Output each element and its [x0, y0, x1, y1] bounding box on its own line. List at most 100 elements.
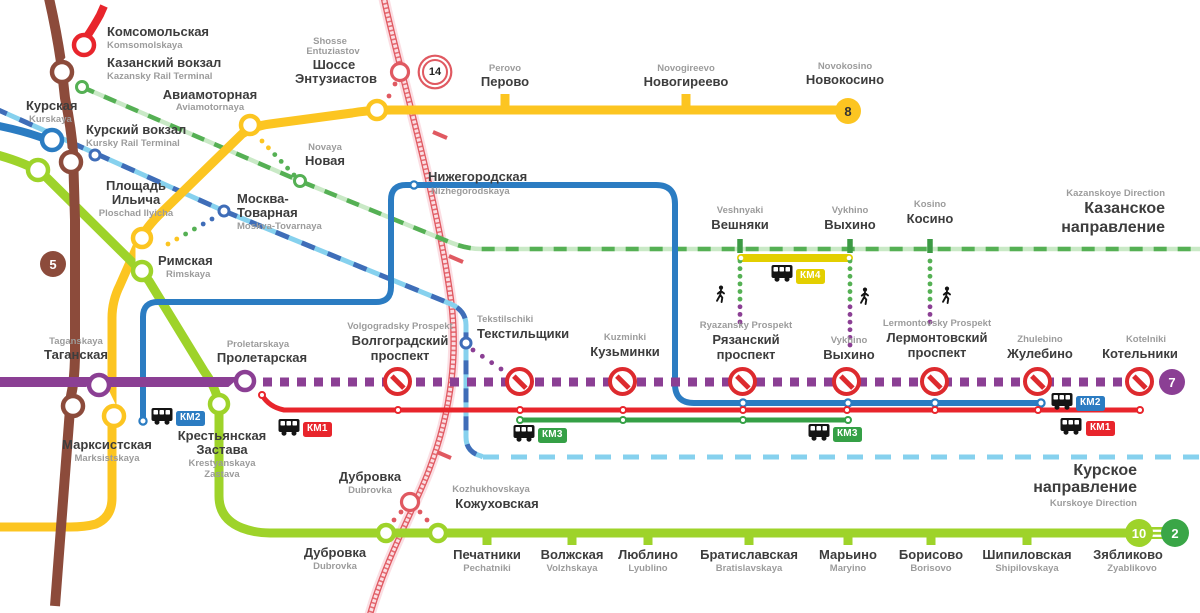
mcc-platform-marks	[432, 130, 464, 460]
station-label-latin: Lermontovsky Prospekt	[882, 318, 992, 329]
station-label-latin: Proletarskaya	[226, 339, 290, 350]
transfer-dot	[174, 236, 180, 242]
kazan-rail-dashes	[81, 84, 1200, 252]
station-label-latin: Kazansky Rail Terminal	[107, 71, 213, 82]
transfer-dot	[285, 165, 290, 171]
stop-dot	[738, 255, 744, 261]
station-label: Товарная	[237, 205, 298, 220]
stop-dot	[843, 406, 851, 414]
closed-station-icon	[920, 367, 949, 396]
transfer-dot	[847, 319, 853, 325]
station-label-latin: Volzhskaya	[546, 563, 598, 574]
station-label: Пролетарская	[216, 350, 308, 365]
station-label-latin: Komsomolskaya	[107, 40, 183, 51]
station-label-latin: Bratislavskaya	[715, 563, 783, 574]
interchange-ring	[233, 369, 257, 393]
transfer-dot	[927, 296, 933, 302]
station-ticks-layer	[482, 94, 1032, 545]
stop-dot	[516, 416, 524, 424]
transfer-dot	[737, 319, 743, 325]
mcc-rail-left	[367, 0, 452, 613]
station-label-latin: Vykhino	[830, 335, 868, 346]
station-label: Выхино	[824, 217, 876, 232]
closed-station-slash	[389, 373, 406, 390]
station-label-latin: Novokosino	[817, 61, 873, 72]
km-badge-КМ1: КМ1	[1086, 421, 1115, 436]
station-label: Печатники	[453, 547, 521, 562]
closed-station-slash	[734, 373, 751, 390]
interchange-ring	[39, 127, 65, 153]
transfer-dot	[479, 353, 485, 359]
transfer-dot	[927, 266, 933, 272]
closed-station-icon	[383, 367, 412, 396]
station-label-latin: Novogireevo	[657, 63, 715, 74]
station-label-latin: Shosse	[313, 36, 347, 47]
interchange-ring	[71, 32, 97, 58]
line-badge-7: 7	[1159, 369, 1185, 395]
station-label: проспект	[907, 345, 967, 360]
line-badge-10: 10	[1125, 519, 1153, 547]
station-label: Казанское	[1084, 200, 1165, 217]
station-label: Люблино	[618, 547, 678, 562]
transfer-dot	[847, 327, 853, 333]
station-label: Дубровка	[303, 545, 367, 560]
km-badge-КМ3: КМ3	[833, 427, 862, 442]
transfer-dot	[398, 509, 404, 515]
stop-dot	[846, 255, 852, 261]
line-badge-2: 2	[1161, 519, 1189, 547]
transfer-dot	[927, 258, 933, 264]
station-tick	[927, 239, 933, 253]
mcc-rail-right	[372, 0, 457, 613]
pedestrian-transfer-icon	[714, 285, 728, 306]
transfer-dot	[737, 311, 743, 317]
interchange-ring	[60, 393, 86, 419]
station-label-latin: Volgogradsky Prospekt	[347, 321, 453, 332]
stop-dots-layer	[75, 61, 1144, 513]
station-label: Крестьянская	[177, 428, 267, 443]
station-label: проспект	[370, 348, 430, 363]
interchange-ring	[427, 522, 449, 544]
transfer-dot	[278, 159, 284, 164]
station-label-latin: Pechatniki	[463, 563, 511, 574]
station-label: направление	[1061, 219, 1165, 236]
transfer-dot	[847, 281, 853, 287]
transfer-dot	[386, 93, 392, 99]
transfer-dot	[183, 231, 189, 237]
station-label: Братиславская	[700, 547, 798, 562]
transfer-dot	[417, 509, 423, 515]
km-badge-КМ2: КМ2	[1076, 396, 1105, 411]
station-label: Площадь	[106, 178, 166, 193]
station-label-latin: Zastava	[204, 469, 240, 480]
stop-dot	[409, 180, 419, 190]
station-label: Авиамоторная	[162, 87, 258, 102]
station-label-latin: Veshnyaki	[716, 205, 764, 216]
stop-dot	[459, 336, 473, 350]
closed-station-icon	[728, 367, 757, 396]
closed-station-icon	[608, 367, 637, 396]
station-label: Новокосино	[805, 72, 885, 87]
bus-icon	[807, 423, 831, 441]
station-label: Новая	[305, 153, 345, 168]
station-label: Новогиреево	[643, 74, 729, 89]
station-label: Марьино	[819, 547, 877, 562]
station-tick	[843, 533, 853, 545]
interchange-ring	[58, 149, 84, 175]
stop-dot	[1136, 406, 1144, 414]
station-label: Жулебино	[1007, 346, 1073, 361]
station-label: Рязанский	[712, 332, 780, 347]
station-label-latin: Perovo	[488, 63, 522, 74]
station-label-latin: Lyublino	[628, 563, 668, 574]
transfer-dot	[927, 273, 933, 279]
closed-station-slash	[1131, 373, 1148, 390]
station-label: Кузьминки	[590, 344, 660, 359]
closed-station-icon	[1023, 367, 1052, 396]
station-label: Перово	[480, 74, 530, 89]
bus-icon	[1050, 392, 1074, 410]
station-label-latin: Taganskaya	[49, 336, 103, 347]
station-label-latin: Aviamotornaya	[175, 102, 245, 113]
transfer-dot	[259, 138, 265, 144]
station-label-latin: Rimskaya	[166, 269, 211, 280]
station-label-latin: Shipilovskaya	[995, 563, 1059, 574]
interchange-ring	[375, 522, 397, 544]
